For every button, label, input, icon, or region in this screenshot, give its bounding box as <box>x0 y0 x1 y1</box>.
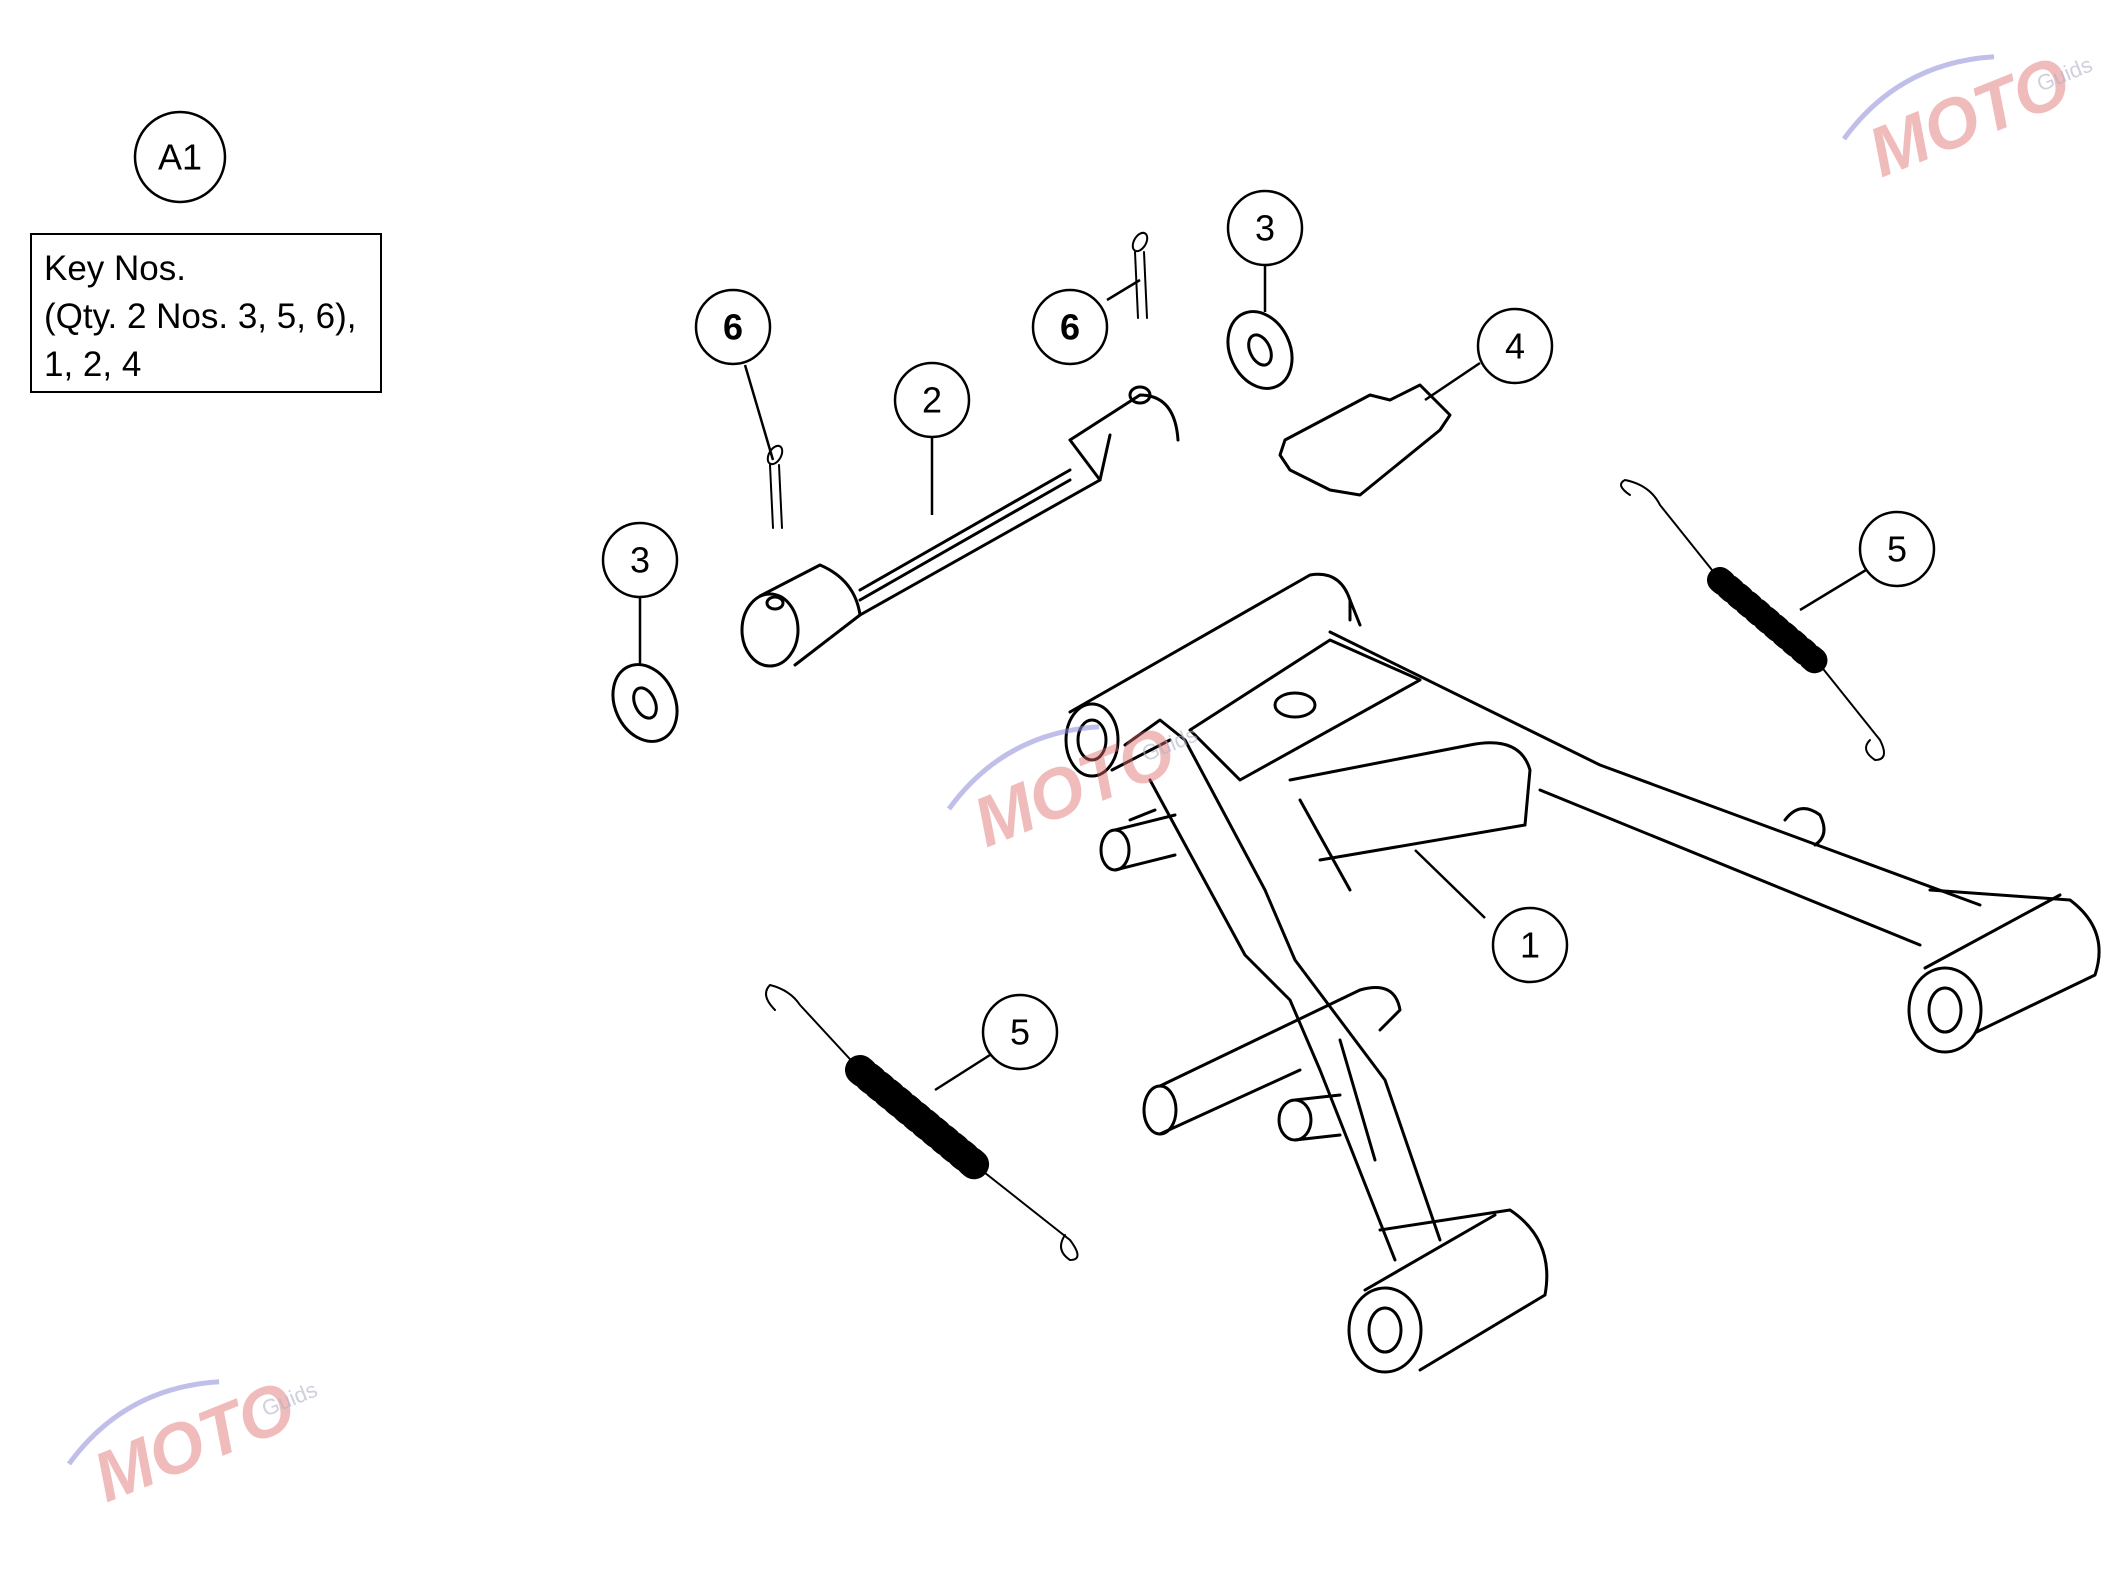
svg-text:5: 5 <box>1887 529 1907 570</box>
svg-text:MOTO: MOTO <box>83 1366 306 1517</box>
part-3-washer-left <box>611 663 679 743</box>
callout-1: 1 <box>1491 906 1569 984</box>
key-box-line-2: (Qty. 2 Nos. 3, 5, 6), <box>44 297 357 336</box>
watermark-logo-bottom-left: MOTO Guids <box>66 1366 321 1517</box>
key-box-line-1: Key Nos. <box>44 249 186 288</box>
part-4-pad <box>1278 383 1452 497</box>
part-5-spring-right <box>1620 479 1885 761</box>
callout-5-left: 5 <box>981 993 1059 1071</box>
key-box-line-3: 1, 2, 4 <box>44 345 142 384</box>
part-1-stand-frame <box>1064 572 2101 1374</box>
svg-text:6: 6 <box>1060 307 1080 348</box>
callout-5-right: 5 <box>1858 510 1936 588</box>
callout-6-right: 6 <box>1031 288 1109 366</box>
callout-3-left: 3 <box>601 521 679 599</box>
watermark-logo-top-right: MOTO Guids <box>1841 41 2096 192</box>
part-3-washer-right <box>1226 310 1294 390</box>
svg-text:MOTO: MOTO <box>1858 41 2081 192</box>
part-2-pivot-shaft <box>740 385 1180 668</box>
svg-text:A1: A1 <box>158 137 202 178</box>
svg-text:1: 1 <box>1520 925 1540 966</box>
callout-6-left: 6 <box>694 288 772 366</box>
part-6-cotter-pin-right <box>1131 231 1149 319</box>
svg-text:4: 4 <box>1505 326 1525 367</box>
callout-3-right: 3 <box>1226 189 1304 267</box>
leader-lines <box>638 265 1867 1092</box>
callout-4: 4 <box>1476 307 1554 385</box>
svg-text:6: 6 <box>723 307 743 348</box>
svg-text:3: 3 <box>630 540 650 581</box>
svg-text:2: 2 <box>922 380 942 421</box>
callout-2: 2 <box>893 361 971 439</box>
key-numbers-box: Key Nos. (Qty. 2 Nos. 3, 5, 6), 1, 2, 4 <box>30 233 382 393</box>
svg-text:5: 5 <box>1010 1012 1030 1053</box>
svg-text:3: 3 <box>1255 208 1275 249</box>
part-5-spring-left <box>765 984 1079 1261</box>
callout-a1: A1 <box>133 110 227 204</box>
part-6-cotter-pin-left <box>766 444 784 529</box>
